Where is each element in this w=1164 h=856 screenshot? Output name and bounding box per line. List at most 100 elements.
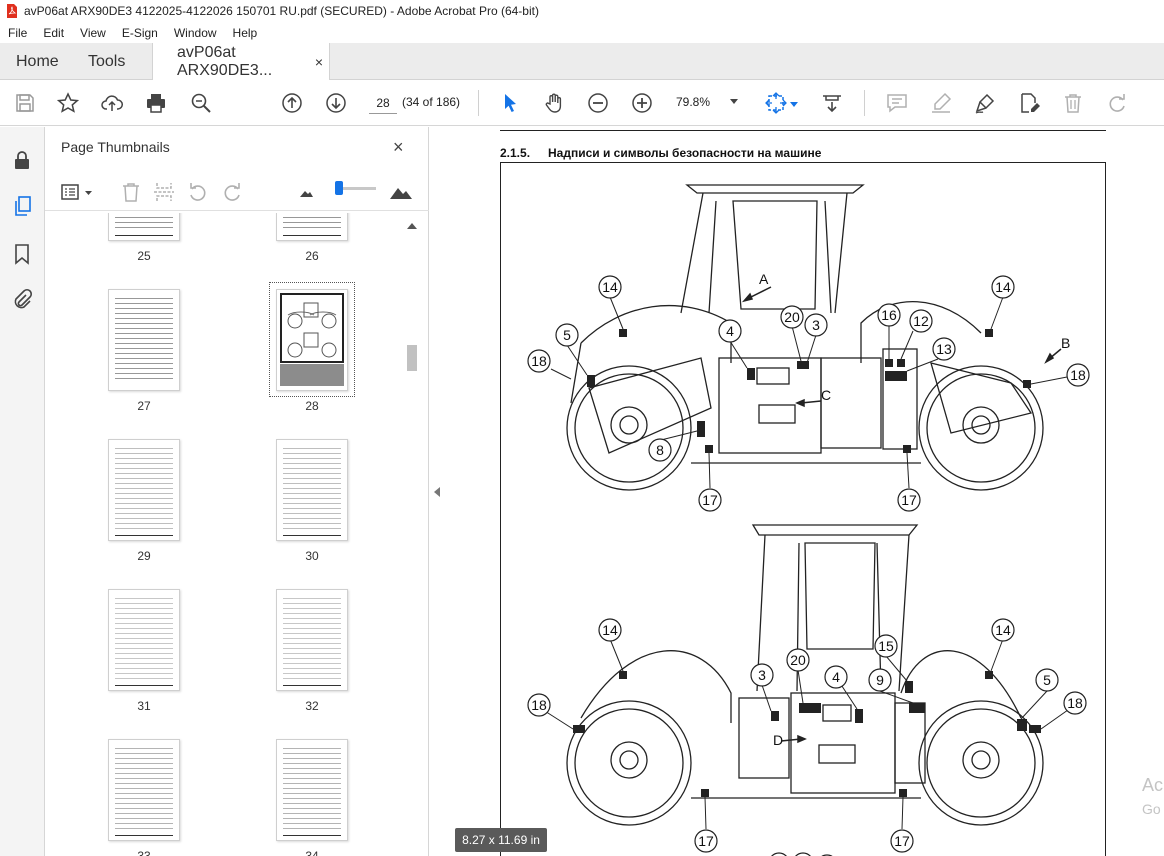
thumbnail-label: 25 (137, 249, 151, 263)
mountain-large-icon[interactable] (390, 181, 412, 203)
scrollbar-thumb[interactable] (407, 345, 417, 371)
page-number-input[interactable] (369, 92, 397, 114)
thumbnail-list: 25 26 27 28 29 30 31 32 (45, 213, 417, 856)
menu-edit[interactable]: Edit (43, 25, 65, 40)
delete-icon[interactable] (1062, 92, 1084, 114)
thumbnail-size-slider-handle[interactable] (335, 181, 343, 195)
thumbnail-label: 33 (137, 849, 151, 856)
section-heading: 2.1.5.Надписи и символы безопасности на … (500, 146, 821, 160)
callout-label: 4 (726, 323, 734, 339)
menu-esign[interactable]: E-Sign (121, 25, 158, 40)
sign-icon[interactable] (974, 92, 996, 114)
extract-pages-icon[interactable] (153, 181, 175, 203)
upload-icon[interactable] (101, 92, 123, 114)
thumbnail-page[interactable] (108, 439, 180, 541)
tab-home[interactable]: Home (16, 52, 59, 70)
page-down-icon[interactable] (325, 92, 347, 114)
callout-label: 17 (702, 492, 718, 508)
thumbnail-page[interactable] (276, 589, 348, 691)
tab-bar: Home Tools avP06at ARX90DE3... × (0, 43, 1164, 80)
zoom-value-select[interactable]: 79.8% (676, 95, 711, 109)
panel-title: Page Thumbnails (61, 139, 170, 155)
pages-icon[interactable] (11, 195, 33, 217)
roller-drawing: A B C D (527, 184, 1090, 856)
page-size-tooltip: 8.27 x 11.69 in (455, 828, 547, 852)
callout-label: 4 (832, 669, 840, 685)
save-icon[interactable] (14, 92, 36, 114)
callout-label: 3 (758, 667, 766, 683)
thumbnail-scrollbar[interactable] (405, 219, 419, 856)
redo-icon[interactable] (1106, 92, 1128, 114)
thumbnail-page[interactable] (108, 589, 180, 691)
toolbar-separator (478, 90, 479, 116)
select-arrow-icon[interactable] (499, 92, 521, 114)
zoom-search-icon[interactable] (190, 92, 212, 114)
comment-icon[interactable] (886, 92, 908, 114)
thumbnail-page[interactable] (276, 213, 348, 241)
thumbnail-page[interactable] (108, 289, 180, 391)
hand-icon[interactable] (543, 92, 565, 114)
thumbnail-page[interactable] (108, 739, 180, 841)
thumbnail-label: 31 (137, 699, 151, 713)
thumbnail-label: 34 (305, 849, 319, 856)
thumbnail-toolbar (45, 173, 429, 211)
letter-C: C (821, 387, 831, 403)
tab-document[interactable]: avP06at ARX90DE3... × (152, 43, 330, 80)
bookmark-icon[interactable] (11, 243, 33, 265)
rotate-left-icon[interactable] (187, 181, 209, 203)
star-icon[interactable] (57, 92, 79, 114)
callout-label: 20 (790, 652, 806, 668)
callout-label: 14 (995, 279, 1011, 295)
scroll-mode-icon[interactable] (821, 92, 843, 114)
menu-window[interactable]: Window (173, 25, 217, 40)
section-title: Надписи и символы безопасности на машине (548, 146, 822, 160)
zoom-in-icon[interactable] (631, 92, 653, 114)
attachment-icon[interactable] (11, 288, 33, 310)
thumbnail-label: 26 (305, 249, 319, 263)
chevron-down-icon[interactable] (790, 92, 798, 114)
thumbnail-highlight-strip (280, 364, 344, 386)
callout-label: 13 (936, 341, 952, 357)
tab-close-icon[interactable]: × (314, 54, 323, 70)
callout-label: 17 (698, 833, 714, 849)
scroll-up-icon[interactable] (407, 223, 417, 229)
letter-D: D (773, 732, 783, 748)
panel-close-icon[interactable]: × (393, 137, 404, 157)
menu-help[interactable]: Help (232, 25, 258, 40)
callout-label: 5 (563, 327, 571, 343)
callout-label: 17 (901, 492, 917, 508)
callout-label: 18 (1070, 367, 1086, 383)
fit-page-icon[interactable] (765, 92, 787, 114)
menu-view[interactable]: View (80, 25, 106, 40)
redact-icon[interactable] (1018, 92, 1040, 114)
letter-A: A (759, 271, 769, 287)
delete-page-icon[interactable] (120, 181, 142, 203)
page-top-rule (500, 130, 1106, 131)
thumbnail-page[interactable] (276, 739, 348, 841)
options-menu-icon[interactable] (60, 181, 94, 203)
highlight-icon[interactable] (930, 92, 952, 114)
document-view[interactable]: 2.1.5.Надписи и символы безопасности на … (448, 127, 1164, 856)
menu-bar: File Edit View E-Sign Window Help (0, 22, 1164, 43)
pdf-app-icon (6, 4, 18, 18)
lock-icon[interactable] (11, 149, 33, 171)
thumbnail-page[interactable] (276, 439, 348, 541)
menu-file[interactable]: File (8, 25, 28, 40)
tab-tools[interactable]: Tools (88, 52, 126, 70)
zoom-out-icon[interactable] (587, 92, 609, 114)
chevron-down-icon[interactable] (730, 99, 738, 104)
thumbnail-size-slider[interactable] (336, 187, 376, 190)
mountain-small-icon[interactable] (299, 181, 313, 203)
title-bar: avP06at ARX90DE3 4122025-4122026 150701 … (0, 0, 1164, 22)
thumbnail-label: 29 (137, 549, 151, 563)
print-icon[interactable] (145, 92, 167, 114)
callout-label: 18 (531, 697, 547, 713)
collapse-panel-icon[interactable] (434, 487, 440, 497)
thumbnail-page-selected[interactable] (276, 289, 348, 391)
thumbnail-label: 30 (305, 549, 319, 563)
thumbnail-figure-frame (280, 293, 344, 363)
rotate-right-icon[interactable] (221, 181, 243, 203)
thumbnail-page[interactable] (108, 213, 180, 241)
page-up-icon[interactable] (281, 92, 303, 114)
